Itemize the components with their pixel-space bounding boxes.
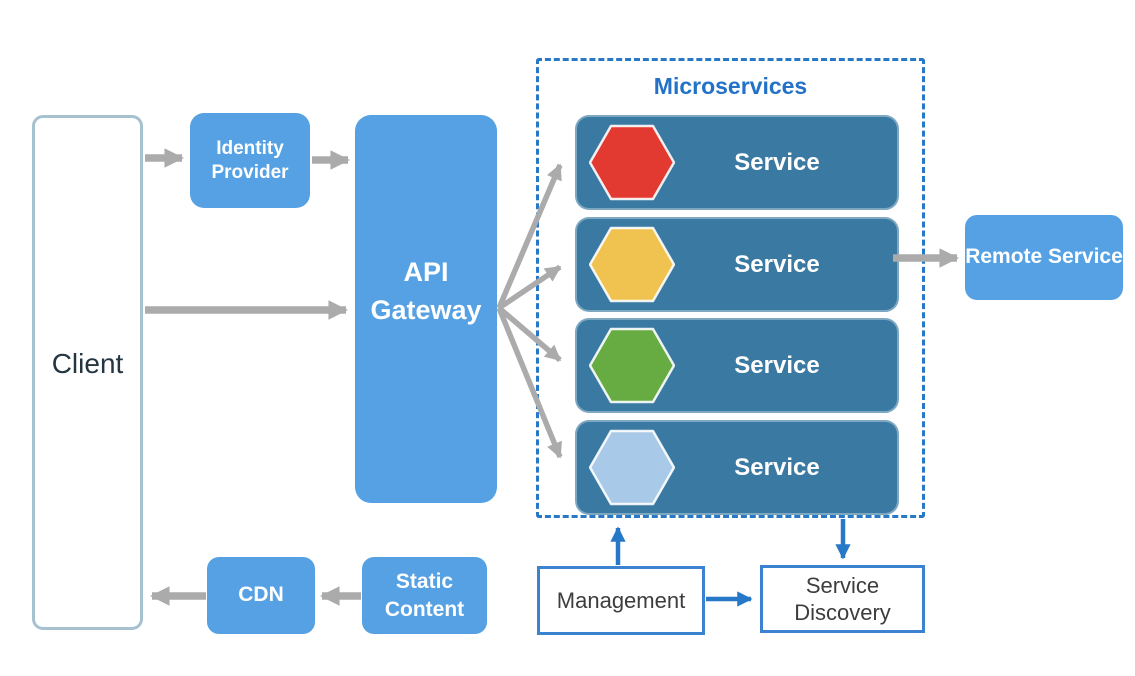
identity-provider-label: Identity Provider [211,137,289,183]
client-label: Client [51,348,124,379]
service-discovery-node: Service Discovery [760,565,925,633]
static-content-node: Static Content [362,557,487,634]
cdn-label: CDN [238,583,284,607]
client-node: Client [32,115,143,630]
hexagon-icon [589,327,675,404]
service-label: Service [734,453,820,481]
api-gateway-node: API Gateway [355,115,497,503]
remote-service-node: Remote Service [965,215,1123,300]
service-label: Service [734,250,820,278]
static-content-label: Static Content [384,570,465,621]
service-node: Service [575,420,899,515]
service-node: Service [575,318,899,413]
identity-provider-node: Identity Provider [190,113,310,208]
service-discovery-label: Service Discovery [794,572,891,626]
management-node: Management [537,566,705,635]
service-node: Service [575,217,899,312]
microservices-group: Microservices Service Service Service Se… [536,58,925,518]
api-gateway-label: API Gateway [370,257,482,325]
service-node: Service [575,115,899,210]
hexagon-icon [589,124,675,201]
cdn-node: CDN [207,557,315,634]
hexagon-icon [589,429,675,506]
hexagon-icon [589,226,675,303]
service-label: Service [734,351,820,379]
microservices-title: Microservices [653,73,808,99]
service-label: Service [734,148,820,176]
remote-service-label: Remote Service [965,245,1123,269]
management-label: Management [556,587,686,613]
